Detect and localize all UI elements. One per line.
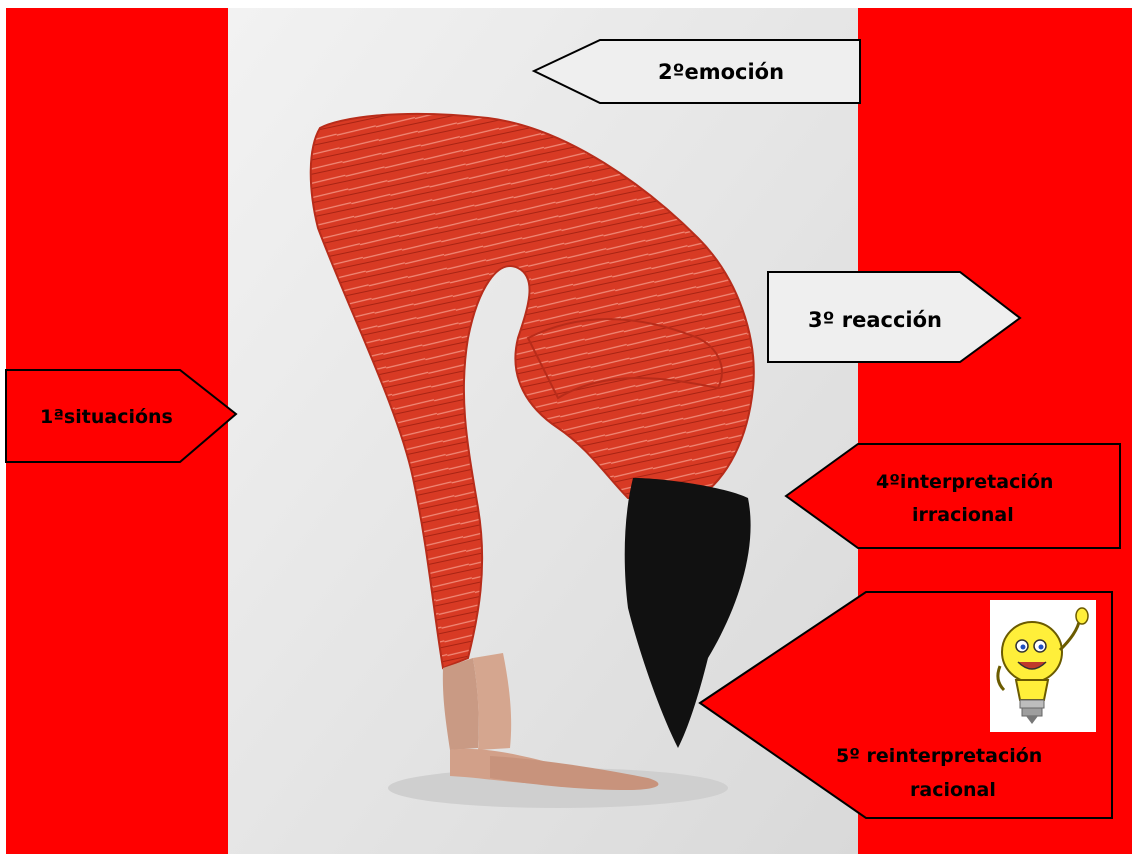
callout-emocion-label: 2ºemoción: [658, 60, 784, 84]
lightbulb-icon: [990, 600, 1096, 732]
callout-interpretacion-irracional: 4ºinterpretación irracional: [786, 444, 1120, 548]
callout-situaciones-label: 1ªsituacións: [40, 406, 173, 428]
callout-situaciones: 1ªsituacións: [6, 370, 236, 462]
callout-reaccion: 3º reacción: [768, 272, 1020, 362]
callout-emocion: 2ºemoción: [534, 40, 860, 103]
callout-reaccion-label: 3º reacción: [808, 308, 942, 332]
callout-reinterpretacion-line1: 5º reinterpretación: [836, 745, 1042, 767]
callout-reinterpretacion-line2: racional: [910, 779, 996, 801]
callout-interpretacion-line1: 4ºinterpretación: [876, 471, 1053, 493]
callout-interpretacion-line2: irracional: [912, 504, 1014, 526]
